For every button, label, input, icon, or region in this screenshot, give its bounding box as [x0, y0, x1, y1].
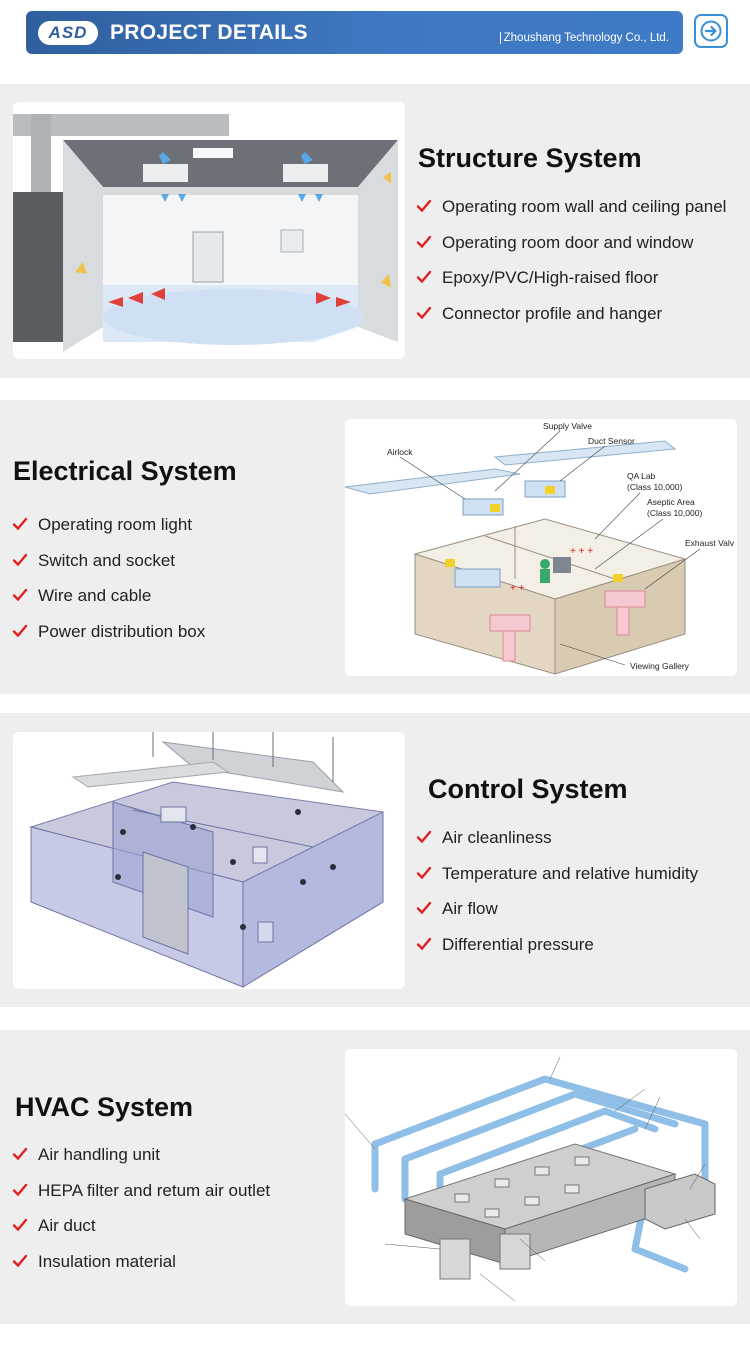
electrical-diagram: Supply Valve Duct Sensor Airlock QA Lab …	[345, 419, 737, 676]
list-item: Temperature and relative humidity	[414, 864, 698, 900]
list-item: Insulation material	[10, 1252, 270, 1288]
list-item: Connector profile and hanger	[414, 304, 726, 340]
checkmark-icon	[12, 1183, 28, 1196]
next-button[interactable]	[694, 14, 728, 48]
list-item: Air duct	[10, 1216, 270, 1252]
header-bar: ASD PROJECT DETAILS Zhoushang Technology…	[26, 11, 683, 54]
label-supply-valve: Supply Valve	[543, 421, 592, 431]
checkmark-icon	[416, 235, 432, 248]
structure-illustration	[13, 102, 405, 359]
checkmark-icon	[12, 1254, 28, 1267]
checkmark-icon	[416, 270, 432, 284]
list-item: Operating room wall and ceiling panel	[414, 197, 726, 233]
checkmark-icon	[416, 306, 432, 319]
company-logo: ASD	[38, 21, 98, 45]
svg-text:+ +: + +	[510, 583, 525, 594]
list-item: Differential pressure	[414, 935, 698, 971]
list-item: Operating room light	[10, 515, 205, 551]
list-item: Wire and cable	[10, 586, 205, 622]
label-exhaust-valve: Exhaust Valv	[685, 538, 735, 548]
list-item: Power distribution box	[10, 622, 205, 658]
electrical-list: Operating room light Switch and socket W…	[10, 515, 205, 657]
label-duct-sensor: Duct Sensor	[588, 436, 635, 446]
list-item: Air handling unit	[10, 1145, 270, 1181]
checkmark-icon	[12, 1147, 28, 1161]
list-item: HEPA filter and retum air outlet	[10, 1181, 270, 1217]
label-aseptic-area: Aseptic Area	[647, 497, 695, 507]
list-item: Epoxy/PVC/High-raised floor	[414, 268, 726, 304]
checkmark-icon	[416, 901, 432, 915]
label-qa-class: (Class 10,000)	[627, 482, 682, 492]
arrow-right-icon	[700, 20, 722, 42]
hvac-list: Air handling unit HEPA filter and retum …	[10, 1145, 270, 1287]
section-title-control: Control System	[428, 774, 628, 804]
control-illustration	[13, 732, 405, 989]
label-airlock: Airlock	[387, 447, 413, 457]
hvac-diagram	[345, 1049, 737, 1306]
structure-list: Operating room wall and ceiling panel Op…	[414, 197, 726, 339]
label-viewing-gallery: Viewing Gallery	[630, 661, 690, 671]
list-item: Switch and socket	[10, 551, 205, 587]
checkmark-icon	[12, 588, 28, 602]
checkmark-icon	[416, 866, 432, 879]
checkmark-icon	[12, 624, 28, 637]
label-aseptic-class: (Class 10,000)	[647, 508, 702, 518]
control-list: Air cleanliness Temperature and relative…	[414, 828, 698, 970]
checkmark-icon	[416, 937, 432, 950]
section-title-hvac: HVAC System	[15, 1092, 194, 1122]
checkmark-icon	[416, 199, 432, 213]
page-title: PROJECT DETAILS	[110, 21, 308, 44]
checkmark-icon	[12, 517, 28, 531]
checkmark-icon	[416, 830, 432, 844]
checkmark-icon	[12, 1218, 28, 1232]
company-name: Zhoushang Technology Co., Ltd.	[499, 32, 669, 44]
list-item: Air flow	[414, 899, 698, 935]
list-item: Operating room door and window	[414, 233, 726, 269]
label-qa-lab: QA Lab	[627, 471, 656, 481]
svg-text:+ + +: + + +	[570, 546, 593, 557]
list-item: Air cleanliness	[414, 828, 698, 864]
section-title-electrical: Electrical System	[13, 456, 237, 486]
section-title-structure: Structure System	[418, 143, 642, 173]
checkmark-icon	[12, 553, 28, 566]
